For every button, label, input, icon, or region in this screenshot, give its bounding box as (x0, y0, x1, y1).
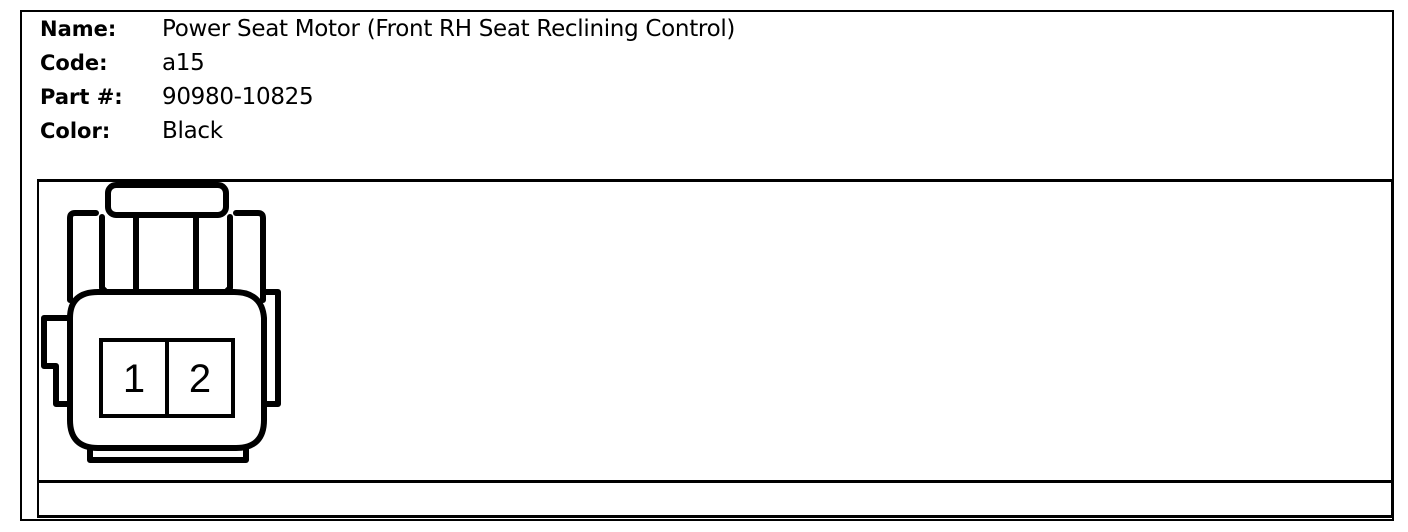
connector-bottom-foot (87, 445, 249, 463)
color-value: Black (162, 118, 223, 144)
color-row: Color: Black (40, 118, 735, 152)
name-label: Name: (40, 17, 117, 41)
pin-2-label: 2 (189, 357, 211, 401)
pin-cavity-2 (165, 338, 235, 418)
connector-info-table: Name: Power Seat Motor (Front RH Seat Re… (40, 16, 735, 152)
pin-1-label: 1 (123, 357, 145, 401)
connector-right-tab-outer (233, 210, 266, 303)
connector-left-bump (41, 315, 73, 407)
connector-left-tab-inner (99, 214, 139, 295)
connector-left-tab-outer (67, 210, 99, 303)
name-row: Name: Power Seat Motor (Front RH Seat Re… (40, 16, 735, 50)
part-number-label: Part #: (40, 85, 123, 109)
code-label: Code: (40, 51, 108, 75)
code-row: Code: a15 (40, 50, 735, 84)
connector-right-rail (261, 289, 281, 407)
connector-latch (105, 182, 229, 218)
code-value: a15 (162, 50, 205, 76)
name-value: Power Seat Motor (Front RH Seat Reclinin… (162, 16, 736, 42)
color-label: Color: (40, 119, 111, 143)
part-number-value: 90980-10825 (162, 84, 314, 110)
connector-body (67, 289, 267, 451)
connector-right-tab-inner (193, 214, 233, 295)
part-number-row: Part #: 90980-10825 (40, 84, 735, 118)
connector-footer-band (37, 480, 1394, 518)
